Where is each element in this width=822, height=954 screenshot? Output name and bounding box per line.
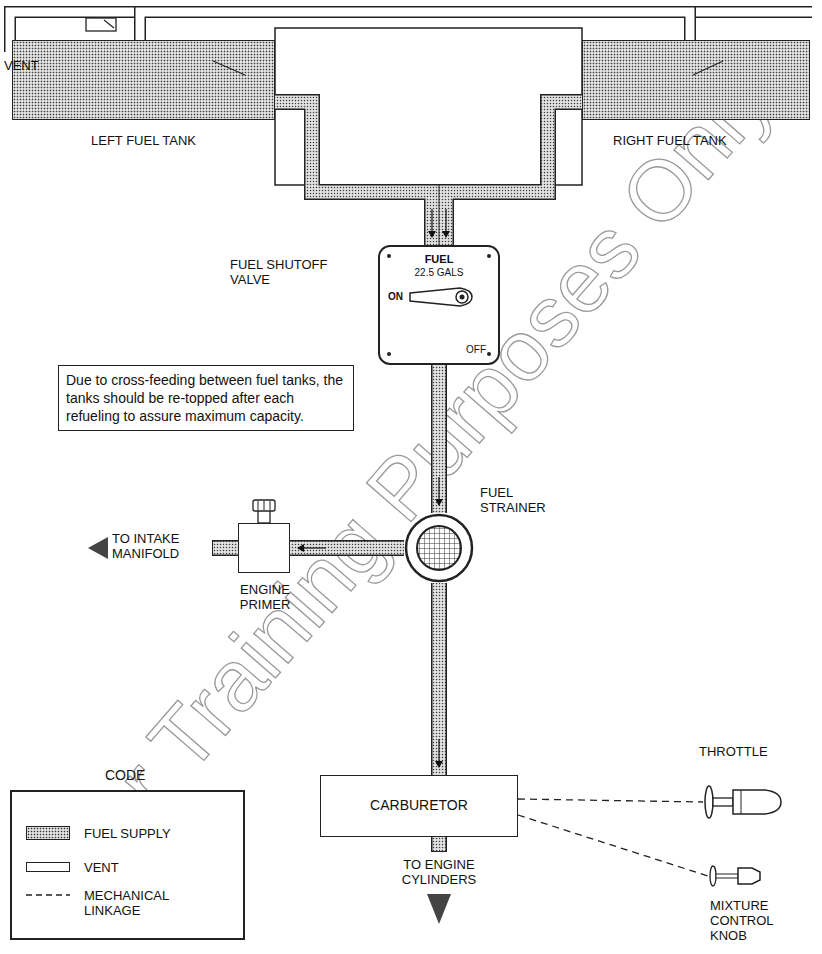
intake-arrow <box>88 537 108 559</box>
pipe-fill <box>446 102 582 245</box>
intake-pipe <box>213 542 238 555</box>
node-text: THROTTLE <box>699 744 768 759</box>
tank-outlet <box>583 41 808 118</box>
label: VENT <box>4 58 39 73</box>
label: TO INTAKE MANIFOLD <box>112 531 200 561</box>
fuel-connector <box>446 102 582 245</box>
engine-pipe <box>431 837 447 852</box>
fuel-strainer: FUEL STRAINER <box>404 513 474 583</box>
note-box: Due to cross-feeding between fuel tanks,… <box>58 365 354 431</box>
node-text: FUEL SHUTOFF VALVE <box>230 257 338 287</box>
legend-row: VENT <box>26 860 236 892</box>
node-text: Due to cross-feeding between fuel tanks,… <box>66 371 346 425</box>
node-text: ON <box>388 291 403 302</box>
pipe-fill <box>275 102 432 245</box>
node-text: OFF <box>466 344 486 355</box>
pipe-outline <box>275 102 432 245</box>
intake-pipe <box>212 540 238 556</box>
node-text: 22.5 GALS <box>380 267 498 278</box>
mixture-knob: MIXTURE CONTROL KNOB <box>708 862 764 890</box>
flow-arrow <box>445 209 446 237</box>
node-text: ENGINE PRIMER <box>227 582 303 612</box>
vent-check-valve <box>104 20 114 28</box>
node-text: RIGHT FUEL TANK <box>613 133 727 148</box>
engine-arrow <box>427 894 451 924</box>
node-text: MIXTURE CONTROL KNOB <box>710 898 790 943</box>
legend-row: MECHANICAL LINKAGE <box>26 888 236 920</box>
pipe-fill <box>433 365 446 513</box>
shutoff-valve: FUEL SHUTOFF VALVEFUEL22.5 GALSONOFF <box>378 245 500 365</box>
fuel-tank: LEFT FUEL TANK <box>12 40 275 120</box>
fuel-connector <box>275 102 432 245</box>
label: CODE <box>105 768 145 783</box>
link-connector <box>518 799 703 802</box>
legend-text: FUEL SUPPLY <box>84 826 214 841</box>
linkage-swatch <box>26 888 70 902</box>
pipe-fill <box>290 542 404 555</box>
linkage-line <box>518 815 708 876</box>
fuel-connector <box>290 548 404 549</box>
linkage-line <box>518 799 703 802</box>
vent-tube <box>690 8 812 17</box>
flow-arrow <box>438 739 439 767</box>
throttle-drawing <box>703 778 783 826</box>
vent-check-valve <box>86 18 116 31</box>
vent-connector <box>140 12 690 40</box>
node-text: FUEL <box>380 253 498 265</box>
fuel-tank: RIGHT FUEL TANK <box>582 40 810 120</box>
pipe-outline <box>431 365 447 513</box>
throttle-knob: THROTTLE <box>703 778 783 826</box>
tank-outlet <box>13 41 273 118</box>
fuel-connector <box>439 365 440 513</box>
legend-box: FUEL SUPPLY VENT MECHANICAL LINKAGE <box>10 790 245 940</box>
fuel-connector <box>439 583 440 775</box>
fuel-swatch <box>26 826 70 840</box>
carburetor-box: CARBURETOR <box>320 775 518 837</box>
fuselage-outline <box>275 28 582 185</box>
link-connector <box>518 815 708 876</box>
vent-tube <box>690 6 812 18</box>
node-text: LEFT FUEL TANK <box>91 133 196 148</box>
vent-outline <box>140 12 690 40</box>
pipe-outline <box>431 583 447 775</box>
legend-text: MECHANICAL LINKAGE <box>84 888 214 918</box>
strainer-symbol <box>404 513 474 583</box>
legend-row: FUEL SUPPLY <box>26 826 236 858</box>
engine-pipe <box>433 837 446 851</box>
vent-swatch <box>26 862 70 872</box>
flow-arrow <box>431 209 432 237</box>
flow-arrow <box>438 477 439 505</box>
pipe-fill <box>433 583 446 775</box>
label: TO ENGINE CYLINDERS <box>384 857 494 887</box>
node-text: CARBURETOR <box>321 776 517 835</box>
node-text: FUEL STRAINER <box>480 485 560 515</box>
legend-text: VENT <box>84 860 214 875</box>
pipe-outline <box>290 540 404 556</box>
primer-knob <box>258 510 270 523</box>
engine-primer: ENGINE PRIMER <box>238 523 290 573</box>
primer-knob <box>253 500 275 511</box>
flow-arrow <box>298 547 326 548</box>
vent-fill <box>140 12 690 40</box>
pipe-outline <box>446 102 582 245</box>
mixture-drawing <box>708 862 764 890</box>
